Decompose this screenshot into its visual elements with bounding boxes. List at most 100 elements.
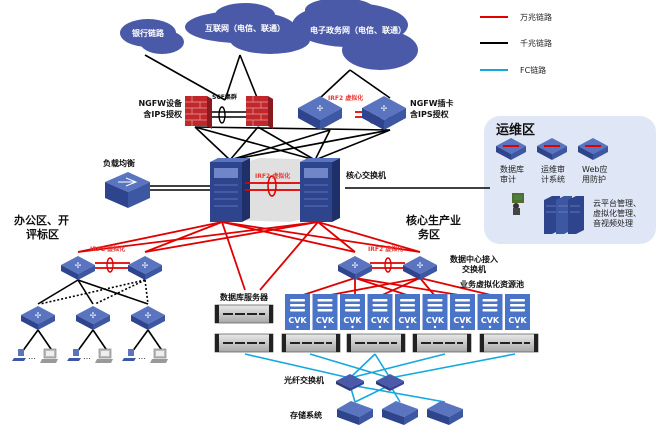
legend-label-10g: 万兆链路: [520, 12, 552, 22]
cvk-host: CVK: [395, 294, 420, 330]
ngfw-device-label-line2: 含IPS授权: [143, 109, 183, 119]
ops-zone-background: [484, 116, 656, 244]
office-core-switch-icon: ✢: [128, 256, 162, 280]
svg-text:✢: ✢: [75, 261, 82, 270]
core-switch-icon: [210, 158, 250, 222]
server-rack-icon: [544, 196, 584, 234]
cvk-host: CVK: [505, 294, 530, 330]
cvk-host: CVK: [312, 294, 338, 330]
cloud-bank: [120, 19, 184, 54]
core-switch-icon: [300, 158, 340, 222]
svg-text:✢: ✢: [381, 104, 388, 113]
svg-text:✢: ✢: [417, 261, 424, 270]
ellipsis: …: [28, 352, 36, 361]
load-balancer-label: 负载均衡: [103, 158, 135, 168]
cvk-label: CVK: [426, 316, 445, 325]
legend-label-1g: 千兆链路: [520, 38, 552, 48]
ops-device-label: 用防护: [582, 174, 606, 184]
ops-device-label: Web应: [582, 164, 607, 174]
virtualization-server-icon: [479, 333, 539, 353]
virtualization-server-icon: [281, 333, 341, 353]
office-access-switch-icon: ✢: [76, 306, 110, 330]
cloud-egov: [292, 0, 418, 70]
ellipsis: …: [138, 352, 146, 361]
cvk-host: CVK: [422, 294, 448, 330]
office-core-switch-icon: ✢: [61, 256, 95, 280]
cvk-label: CVK: [371, 316, 390, 325]
cloud-bank-label: 银行链路: [131, 28, 165, 38]
storage-label: 存储系统: [289, 410, 322, 420]
load-balancer-icon: [105, 172, 150, 208]
cvk-host: CVK: [450, 294, 475, 330]
ten-gigabit-links: [77, 111, 496, 297]
production-zone-label-line1: 核心生产业: [406, 213, 461, 227]
virtualization-server-icon: [346, 333, 406, 353]
ops-servers-label: 云平台管理、: [593, 198, 641, 208]
gigabit-links-top: [144, 54, 490, 191]
svg-text:✢: ✢: [352, 261, 359, 270]
db-server-icon: [214, 304, 274, 324]
cloud-egov-label: 电子政务网（电信、联通）: [310, 25, 406, 35]
legend-label-fc: FC链路: [520, 65, 546, 75]
laptop-icon: [122, 349, 136, 361]
storage-array-icon: [427, 401, 463, 425]
virt-pool-label: 业务虚拟化资源池: [460, 279, 524, 289]
cvk-label: CVK: [316, 316, 335, 325]
operator-workstation-icon: [512, 193, 524, 215]
cvk-label: CVK: [481, 316, 500, 325]
office-access-switch-icon: ✢: [21, 306, 55, 330]
cvk-label: CVK: [398, 316, 417, 325]
core-switch-label: 核心交换机: [346, 170, 386, 180]
fc-links: [244, 353, 516, 403]
db-server-icon: [214, 333, 274, 353]
cvk-host: CVK: [477, 294, 503, 330]
cvk-label: CVK: [508, 316, 527, 325]
ngfw-card-switch-icon: ✢: [298, 96, 342, 130]
cvk-label: CVK: [343, 316, 362, 325]
ngfw-card-switch-icon: ✢: [362, 96, 406, 130]
office-backup-links: [39, 279, 149, 305]
fc-switch-label: 光纤交换机: [283, 375, 324, 385]
office-irf-ring-icon: [106, 257, 114, 273]
ops-servers-label: 虚拟化管理、: [593, 208, 641, 218]
office-irf-label: IRF2 虚拟化: [90, 245, 125, 253]
virtualization-server-icon: [412, 333, 472, 353]
ellipsis: …: [83, 352, 91, 361]
scf-cluster-ring-icon: [218, 106, 226, 124]
db-server-label: 数据库服务器: [220, 292, 269, 302]
legend: 万兆链路 千兆链路 FC链路: [480, 12, 552, 75]
fc-switch-icon: [376, 374, 404, 391]
svg-text:✢: ✢: [35, 311, 42, 320]
ngfw-device-label-line1: NGFW设备: [138, 98, 183, 108]
cvk-label: CVK: [288, 316, 307, 325]
laptop-icon: [67, 349, 81, 361]
svg-text:✢: ✢: [145, 311, 152, 320]
dc-access-label-line2: 交换机: [462, 264, 486, 274]
db-audit-device-icon: [496, 138, 526, 160]
ops-zone-title: 运维区: [496, 122, 535, 138]
svg-text:✢: ✢: [317, 104, 324, 113]
cloud-internet: [185, 3, 310, 54]
ops-device-label: 运维审: [541, 164, 565, 174]
ops-servers-label: 音视频处理: [593, 218, 633, 228]
ngfw-card-label-line2: 含IPS授权: [410, 109, 450, 119]
dc-irf-label: IRF2 虚拟化: [368, 245, 403, 253]
laptop-icon: [12, 349, 26, 361]
dc-access-label-line1: 数据中心接入: [450, 254, 498, 264]
ops-device-label: 计系统: [541, 174, 565, 184]
office-zone-label-line2: 评标区: [26, 227, 59, 241]
cloud-internet-label: 互联网（电信、联通）: [205, 23, 285, 33]
ngfw-card-label-line1: NGFW插卡: [410, 98, 454, 108]
dc-access-switch-icon: ✢: [403, 256, 437, 280]
ops-audit-device-icon: [537, 138, 567, 160]
ops-device-label: 审计: [500, 174, 516, 184]
office-access-links: [21, 279, 164, 353]
waf-device-icon: [578, 138, 608, 160]
fc-switch-icon: [336, 374, 364, 391]
desktop-pc-icon: [150, 348, 168, 363]
firewall-icon: [185, 96, 212, 129]
cvk-host: CVK: [285, 294, 310, 330]
svg-text:✢: ✢: [90, 311, 97, 320]
scf-cluster-label: SCF集群: [212, 93, 237, 101]
